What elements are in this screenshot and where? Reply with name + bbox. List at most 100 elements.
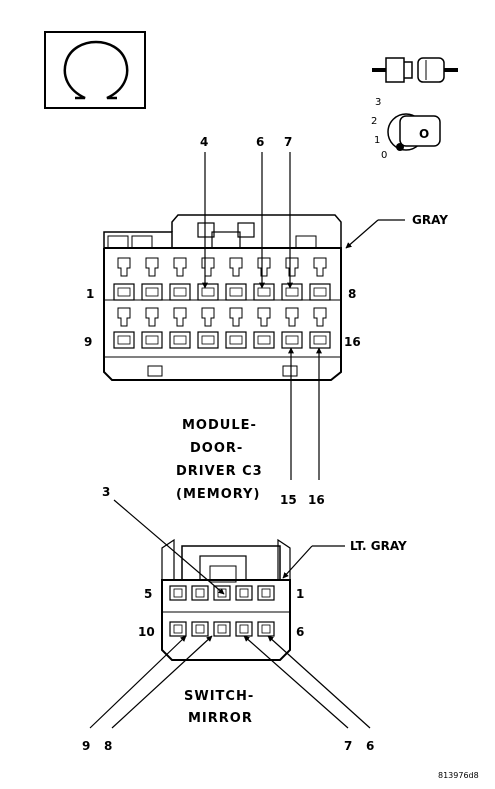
connector-switch-mirror [161, 538, 291, 661]
c3-callout-15: 15 [280, 493, 297, 507]
c3-cavity-inner [117, 335, 131, 345]
c3-cavity-latch [117, 307, 131, 327]
c3-cavity-latch [173, 307, 187, 327]
c3-cavity-inner [285, 287, 299, 297]
c3-cavity [169, 331, 191, 349]
mirror-cavity [257, 621, 275, 637]
c3-cavity-latch [285, 307, 299, 327]
c3-cavity-latch [313, 307, 327, 327]
mirror-cavity [169, 621, 187, 637]
c3-cavity-inner [313, 335, 327, 345]
unplugged-connector-icon [372, 57, 458, 83]
mirror-cavity [191, 585, 209, 601]
mirror-cavity-inner [239, 588, 249, 598]
mirror-callout-9: 9 [82, 739, 90, 753]
mirror-cavity [213, 621, 231, 637]
c3-cavity-latch [173, 257, 187, 277]
c3-cavity [197, 283, 219, 301]
mirror-cavity [235, 585, 253, 601]
mirror-name-line-1: SWITCH- [184, 689, 254, 704]
c3-cavity-inner [201, 287, 215, 297]
c3-callout-7: 7 [284, 135, 292, 149]
c3-row1-end: 8 [348, 287, 356, 301]
key-position-0: 0 [381, 150, 387, 161]
mirror-cavity-inner [239, 624, 249, 634]
c3-cavity [253, 331, 275, 349]
key-position-1: 1 [374, 135, 380, 146]
c3-name-line-2: DOOR- [190, 441, 243, 456]
mirror-cavity-inner [261, 624, 271, 634]
mirror-row1-end: 1 [296, 587, 304, 601]
c3-cavity [281, 331, 303, 349]
mirror-cavity-inner [173, 624, 183, 634]
mirror-cavity-inner [195, 624, 205, 634]
c3-cavity [113, 331, 135, 349]
mirror-name-line-2: MIRROR [188, 711, 253, 726]
key-label: O [419, 127, 429, 141]
c3-cavity-latch [229, 257, 243, 277]
mirror-row2-end: 6 [296, 625, 304, 639]
c3-cavity-latch [257, 257, 271, 277]
c3-cavity-latch [117, 257, 131, 277]
mirror-cavity [257, 585, 275, 601]
c3-cavity-latch [229, 307, 243, 327]
mirror-cavity-inner [195, 588, 205, 598]
mirror-cavity-inner [217, 624, 227, 634]
c3-cavity-inner [229, 335, 243, 345]
c3-callout-6: 6 [256, 135, 264, 149]
mirror-cavity-inner [173, 588, 183, 598]
c3-cavity [225, 331, 247, 349]
c3-cavity-inner [201, 335, 215, 345]
c3-cavity-inner [229, 287, 243, 297]
c3-cavity-latch [145, 307, 159, 327]
c3-row2-start: 9 [84, 335, 92, 349]
mirror-callout-3: 3 [102, 485, 110, 499]
mirror-row1-start: 5 [144, 587, 152, 601]
ohm-symbol-icon [63, 40, 129, 100]
mirror-callout-6: 6 [366, 739, 374, 753]
c3-callout-16: 16 [308, 493, 325, 507]
c3-cavity [113, 283, 135, 301]
connector-c3 [103, 214, 342, 381]
c3-cavity-latch [313, 257, 327, 277]
c3-cavity-latch [257, 307, 271, 327]
c3-row2-end: 16 [344, 335, 361, 349]
c3-cavity [141, 331, 163, 349]
mirror-cavity [213, 585, 231, 601]
c3-cavity [253, 283, 275, 301]
c3-cavity [197, 331, 219, 349]
mirror-callout-8: 8 [104, 739, 112, 753]
mirror-cavity [169, 585, 187, 601]
c3-cavity-inner [173, 287, 187, 297]
c3-name-line-4: (MEMORY) [176, 487, 260, 502]
key-position-3: 3 [375, 97, 381, 108]
c3-cavity-inner [145, 335, 159, 345]
mirror-callout-7: 7 [344, 739, 352, 753]
mirror-cavity [191, 621, 209, 637]
c3-cavity-latch [201, 257, 215, 277]
c3-cavity-inner [313, 287, 327, 297]
figure-code: 813976d8 [438, 771, 479, 780]
c3-cavity-latch [285, 257, 299, 277]
mirror-color-label: LT. GRAY [350, 539, 407, 553]
c3-cavity-inner [117, 287, 131, 297]
ignition-key-icon: O 3 2 1 0 [371, 97, 441, 161]
c3-callout-4: 4 [200, 135, 208, 149]
mirror-cavity-inner [261, 588, 271, 598]
c3-cavity [309, 331, 331, 349]
ohm-symbol-box [44, 31, 146, 109]
c3-color-label: GRAY [412, 213, 448, 227]
c3-row1-start: 1 [86, 287, 94, 301]
key-position-2: 2 [371, 116, 377, 127]
c3-cavity-latch [145, 257, 159, 277]
c3-cavity [309, 283, 331, 301]
c3-cavity-inner [145, 287, 159, 297]
c3-cavity [141, 283, 163, 301]
c3-name-line-3: DRIVER C3 [176, 464, 263, 479]
mirror-row2-start: 10 [138, 625, 155, 639]
c3-cavity-inner [257, 335, 271, 345]
c3-cavity-inner [257, 287, 271, 297]
c3-cavity-inner [173, 335, 187, 345]
c3-name-line-1: MODULE- [182, 418, 257, 433]
c3-cavity-latch [201, 307, 215, 327]
